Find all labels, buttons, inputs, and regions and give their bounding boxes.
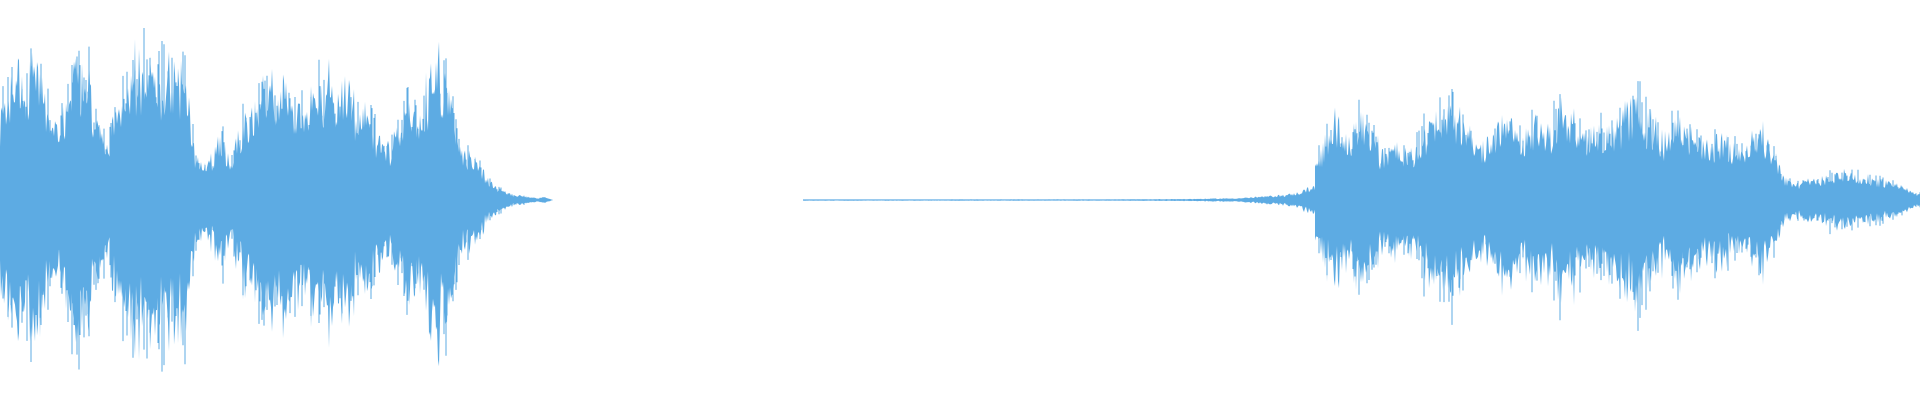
waveform-segment-loud	[0, 28, 553, 372]
waveform-segment-medium	[1315, 81, 1920, 331]
